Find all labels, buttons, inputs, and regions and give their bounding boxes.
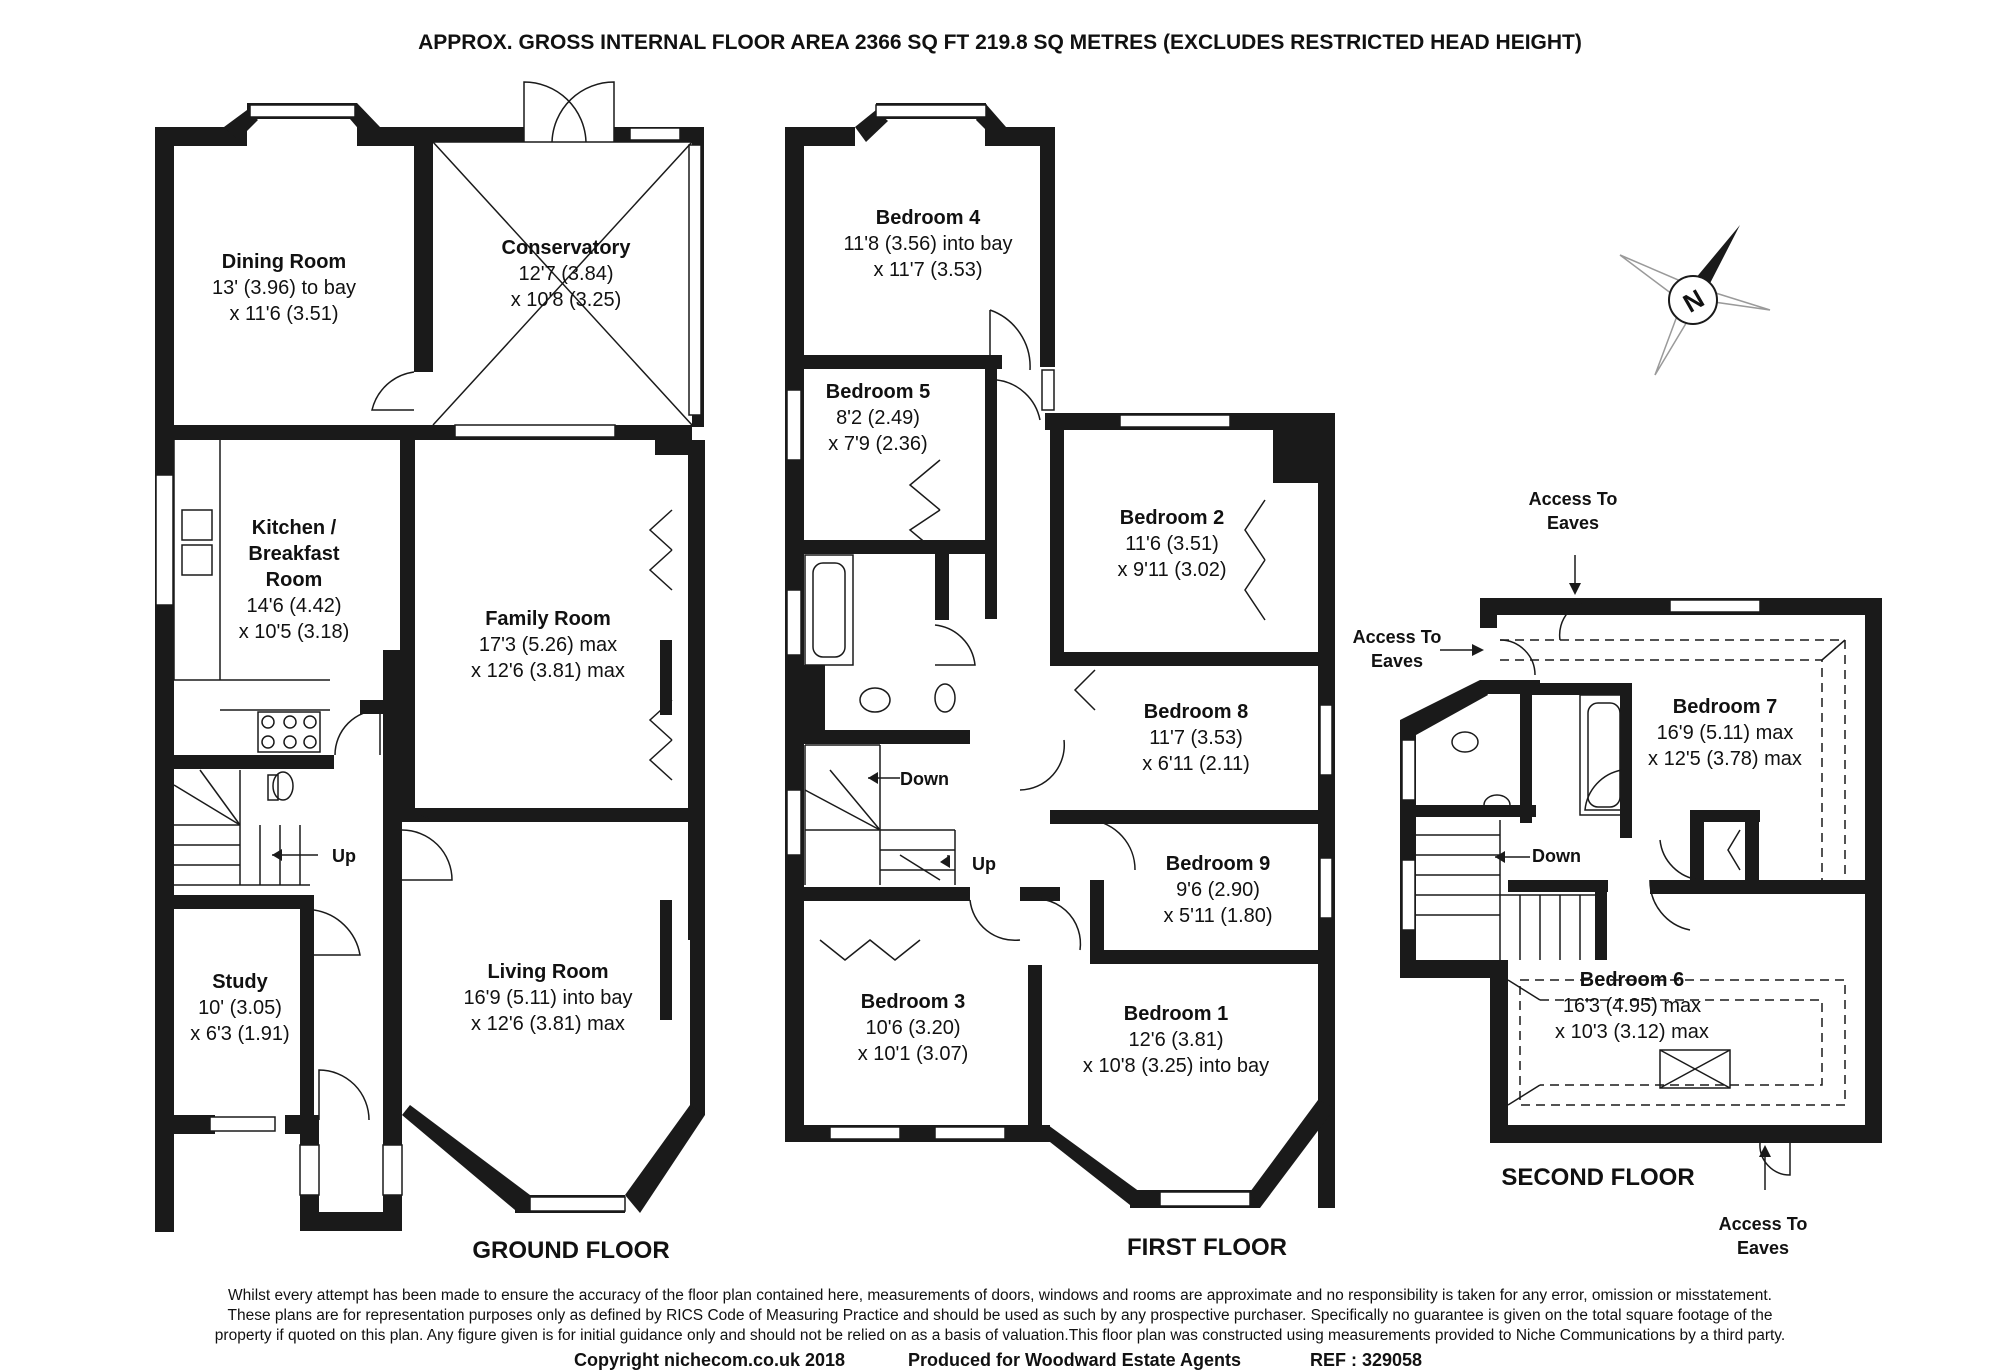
conservatory-dim1: 12'7 (3.84) <box>519 263 614 285</box>
kitchen-name-line3: Room <box>266 569 323 591</box>
bedroom2-dim2: x 9'11 (3.02) <box>1117 559 1226 581</box>
bedroom9-name: Bedroom 9 <box>1166 853 1270 875</box>
family-room-dim1: 17'3 (5.26) max <box>479 634 617 656</box>
produced-for-text: Produced for Woodward Estate Agents <box>908 1350 1241 1370</box>
bedroom8-dim2: x 6'11 (2.11) <box>1142 753 1250 775</box>
kitchen-name-line2: Breakfast <box>248 543 340 565</box>
first-down-label: Down <box>900 769 949 789</box>
floor-area-title: APPROX. GROSS INTERNAL FLOOR AREA 2366 S… <box>418 31 1582 54</box>
kitchen-dim2: x 10'5 (3.18) <box>239 621 350 643</box>
eaves-access-bottom-line1: Access To <box>1719 1214 1808 1234</box>
living-room-dim1: 16'9 (5.11) into bay <box>463 987 632 1009</box>
study-name: Study <box>212 971 268 993</box>
first-up-label: Up <box>972 854 996 874</box>
conservatory-dim2: x 10'8 (3.25) <box>511 289 622 311</box>
bedroom6-name: Bedroom 6 <box>1580 969 1684 991</box>
bedroom4-dim2: x 11'7 (3.53) <box>873 259 982 281</box>
study-dim2: x 6'3 (1.91) <box>190 1023 289 1045</box>
disclaimer-line1: Whilst every attempt has been made to en… <box>228 1287 1772 1304</box>
bedroom6-dim1: 16'3 (4.95) max <box>1563 995 1701 1017</box>
second-down-label: Down <box>1532 846 1581 866</box>
bedroom6-dim2: x 10'3 (3.12) max <box>1555 1021 1709 1043</box>
bedroom3-name: Bedroom 3 <box>861 991 965 1013</box>
bedroom7-name: Bedroom 7 <box>1673 696 1777 718</box>
bedroom5-dim1: 8'2 (2.49) <box>836 407 920 429</box>
living-room-name: Living Room <box>487 961 608 983</box>
dining-room-dim2: x 11'6 (3.51) <box>229 303 338 325</box>
eaves-access-left-line1: Access To <box>1353 627 1442 647</box>
family-room-dim2: x 12'6 (3.81) max <box>471 660 625 682</box>
bedroom4-dim1: 11'8 (3.56) into bay <box>843 233 1012 255</box>
eaves-access-bottom-line2: Eaves <box>1737 1238 1789 1258</box>
bedroom7-dim1: 16'9 (5.11) max <box>1657 722 1794 744</box>
copyright-text: Copyright nichecom.co.uk 2018 <box>574 1350 845 1370</box>
dining-room-dim1: 13' (3.96) to bay <box>212 277 356 299</box>
bedroom4-name: Bedroom 4 <box>876 207 981 229</box>
bedroom2-name: Bedroom 2 <box>1120 507 1224 529</box>
eaves-access-top-line2: Eaves <box>1547 513 1599 533</box>
conservatory-name: Conservatory <box>502 237 632 259</box>
ground-floor-plan <box>155 81 705 1232</box>
ground-floor-label: GROUND FLOOR <box>472 1237 669 1264</box>
first-floor-label: FIRST FLOOR <box>1127 1234 1287 1261</box>
family-room-name: Family Room <box>485 608 611 630</box>
first-floor-plan <box>785 103 1335 1208</box>
disclaimer-line3: property if quoted on this plan. Any fig… <box>215 1327 1785 1344</box>
eaves-access-top-line1: Access To <box>1529 489 1618 509</box>
disclaimer-line2: These plans are for representation purpo… <box>228 1307 1773 1324</box>
bedroom1-name: Bedroom 1 <box>1124 1003 1228 1025</box>
ground-up-label: Up <box>332 846 356 866</box>
dining-room-name: Dining Room <box>222 251 346 273</box>
second-floor-label: SECOND FLOOR <box>1501 1164 1694 1191</box>
compass-rose-icon: N <box>1619 225 1771 376</box>
bedroom1-dim2: x 10'8 (3.25) into bay <box>1083 1055 1269 1077</box>
reference-text: REF : 329058 <box>1310 1350 1422 1370</box>
second-floor-plan <box>1400 555 1882 1190</box>
study-dim1: 10' (3.05) <box>198 997 282 1019</box>
bedroom1-dim1: 12'6 (3.81) <box>1129 1029 1224 1051</box>
bedroom5-dim2: x 7'9 (2.36) <box>828 433 927 455</box>
bedroom3-dim2: x 10'1 (3.07) <box>858 1043 969 1065</box>
bedroom7-dim2: x 12'5 (3.78) max <box>1648 748 1802 770</box>
living-room-dim2: x 12'6 (3.81) max <box>471 1013 625 1035</box>
kitchen-name-line1: Kitchen / <box>252 517 337 539</box>
bedroom9-dim1: 9'6 (2.90) <box>1176 879 1260 901</box>
bedroom8-name: Bedroom 8 <box>1144 701 1248 723</box>
bedroom2-dim1: 11'6 (3.51) <box>1125 533 1219 555</box>
bedroom8-dim1: 11'7 (3.53) <box>1149 727 1243 749</box>
eaves-access-left-line2: Eaves <box>1371 651 1423 671</box>
kitchen-dim1: 14'6 (4.42) <box>247 595 342 617</box>
bedroom5-name: Bedroom 5 <box>826 381 930 403</box>
bedroom3-dim1: 10'6 (3.20) <box>866 1017 961 1039</box>
bedroom9-dim2: x 5'11 (1.80) <box>1163 905 1272 927</box>
